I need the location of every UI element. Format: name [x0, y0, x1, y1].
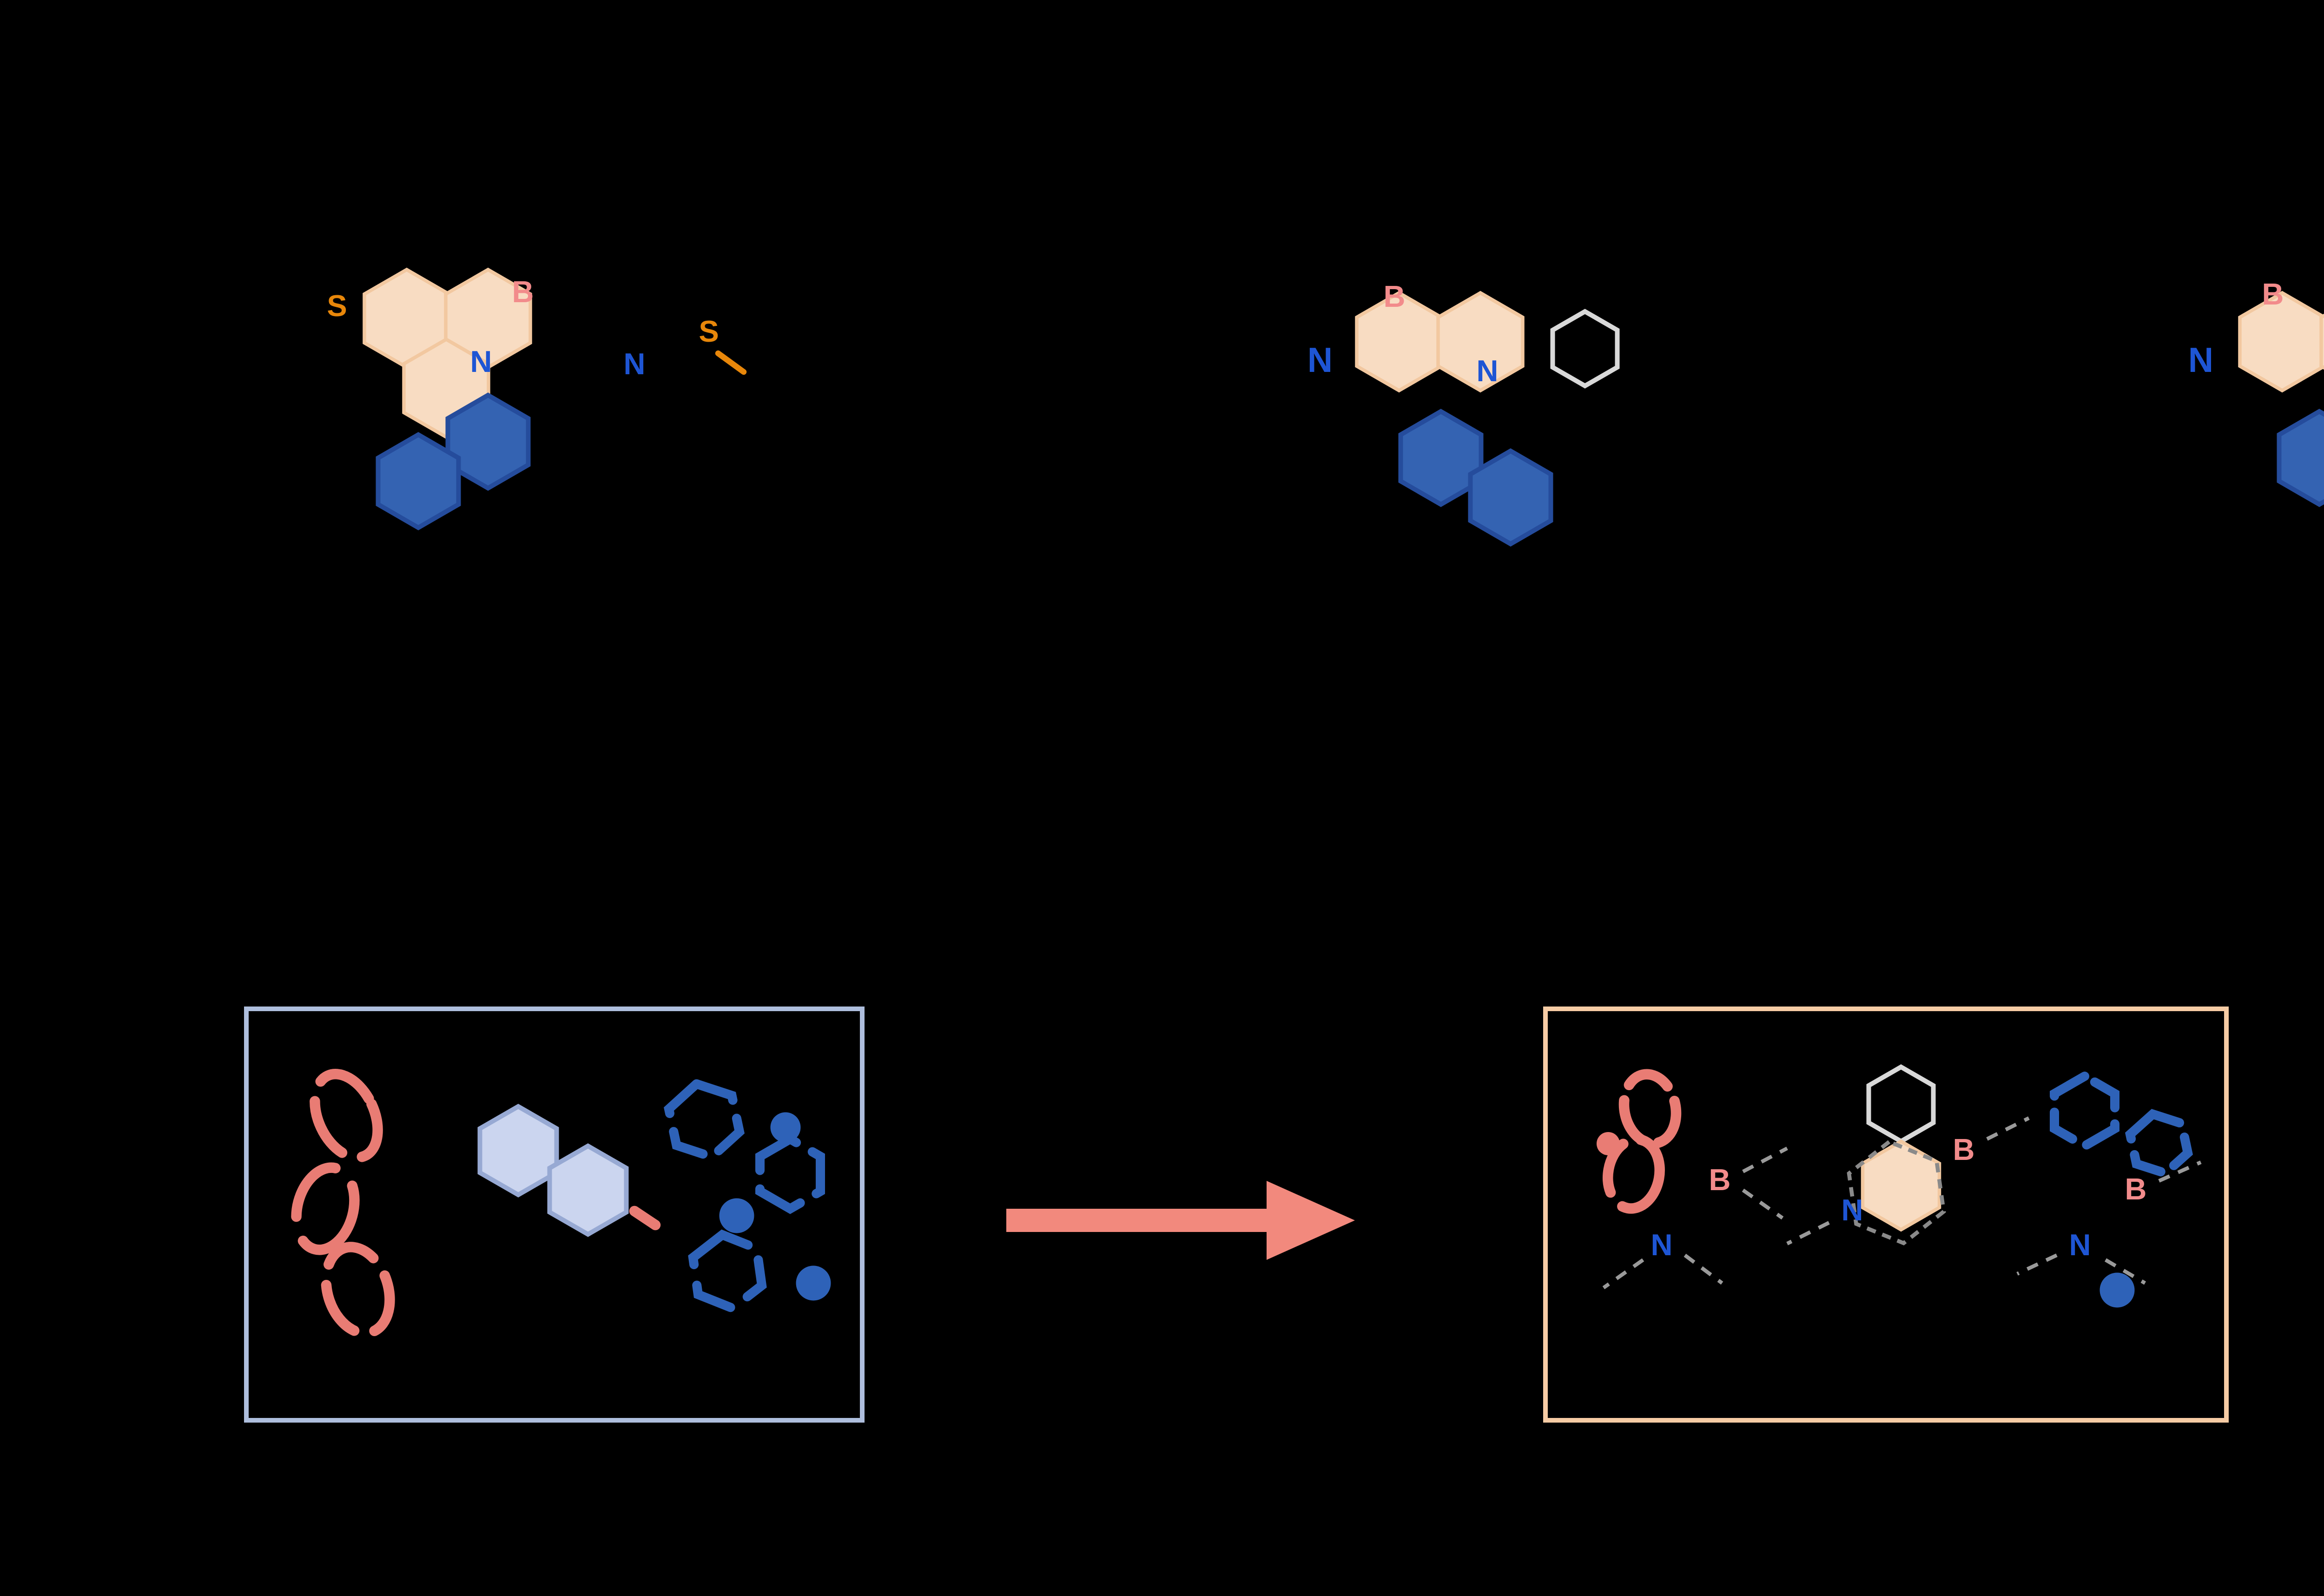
boron-label: B	[1384, 279, 1406, 313]
nitrogen-label: N	[624, 347, 646, 381]
nitrogen-label: N	[1307, 340, 1333, 379]
nitrogen-label: N	[1477, 354, 1499, 388]
red-ring-fragment	[1603, 1134, 1665, 1214]
dashed-bond	[2104, 1258, 2146, 1285]
boron-label: B	[1709, 1163, 1731, 1197]
naphthalene-ring	[1398, 409, 1484, 507]
naphthalene-ring	[445, 392, 531, 491]
blue-atom-dot	[2100, 1272, 2135, 1308]
nitrogen-label: N	[2188, 340, 2213, 379]
arrow-shape	[1006, 1181, 1355, 1260]
dashed-bond	[1742, 1146, 1788, 1173]
nitrogen-label: N	[1651, 1228, 1673, 1262]
fragments-box	[244, 1007, 865, 1423]
reaction-arrow-1	[1006, 1181, 1355, 1260]
boron-label: B	[1953, 1132, 1975, 1166]
assembly-art: B N B N B N	[1597, 1064, 2202, 1308]
boron-label: B	[2262, 277, 2284, 311]
molecule-1: S B N N S	[327, 267, 747, 530]
dashed-bond	[2158, 1160, 2202, 1183]
naphthalene-core	[547, 1143, 629, 1237]
molecule-2: B N N	[1307, 279, 1620, 547]
blue-atom-dot	[719, 1198, 754, 1233]
dashed-bond	[2016, 1253, 2058, 1276]
nitrogen-label: N	[1842, 1193, 1863, 1227]
naphthalene-ring	[376, 432, 461, 530]
naphthalene-ring	[2277, 409, 2324, 507]
red-ring-fragment	[321, 1242, 395, 1338]
dashed-ring	[1847, 1139, 1946, 1245]
red-atom-dot	[1597, 1132, 1620, 1155]
blue-ring-fragment	[2125, 1109, 2193, 1179]
dashed-bond	[1602, 1258, 1644, 1290]
naphthalene-core	[477, 1104, 559, 1198]
dashed-bond	[1786, 1221, 1830, 1245]
naphthalene-ring	[1468, 448, 1553, 547]
blue-atom-dot	[770, 1112, 801, 1143]
red-ring-fragment	[310, 1068, 383, 1163]
nitrogen-label: N	[2069, 1228, 2091, 1262]
thioether-bond	[715, 350, 747, 375]
azaborine-ring	[2238, 291, 2324, 393]
dashed-bond	[1986, 1116, 2030, 1141]
blue-atom-dot	[796, 1265, 831, 1301]
benzene-ring	[1866, 1064, 1936, 1144]
nitrogen-label: N	[470, 344, 492, 378]
blue-ring-fragment	[688, 1229, 767, 1314]
fragments-art	[291, 1068, 831, 1338]
red-ring-fragment	[1618, 1069, 1682, 1149]
molecule-3: B N N N t Bu	[2188, 277, 2324, 507]
bond-stub	[629, 1205, 661, 1231]
azaborine-ring	[1436, 291, 1525, 393]
red-ring-fragment	[291, 1162, 360, 1255]
boron-label: B	[512, 275, 534, 309]
assembly-box: B N B N B N	[1543, 1007, 2229, 1423]
blue-ring-fragment	[2050, 1071, 2119, 1152]
boron-label: B	[2125, 1172, 2147, 1206]
dashed-bond	[1742, 1188, 1784, 1220]
sulfur-label: S	[699, 314, 719, 348]
blue-ring-fragment	[664, 1079, 745, 1162]
sulfur-label: S	[327, 289, 347, 323]
azaborine-ring	[2319, 313, 2324, 370]
blue-ring-fragment	[755, 1133, 825, 1214]
benzene-ring	[1550, 309, 1620, 389]
dashed-bond	[1684, 1253, 1723, 1285]
